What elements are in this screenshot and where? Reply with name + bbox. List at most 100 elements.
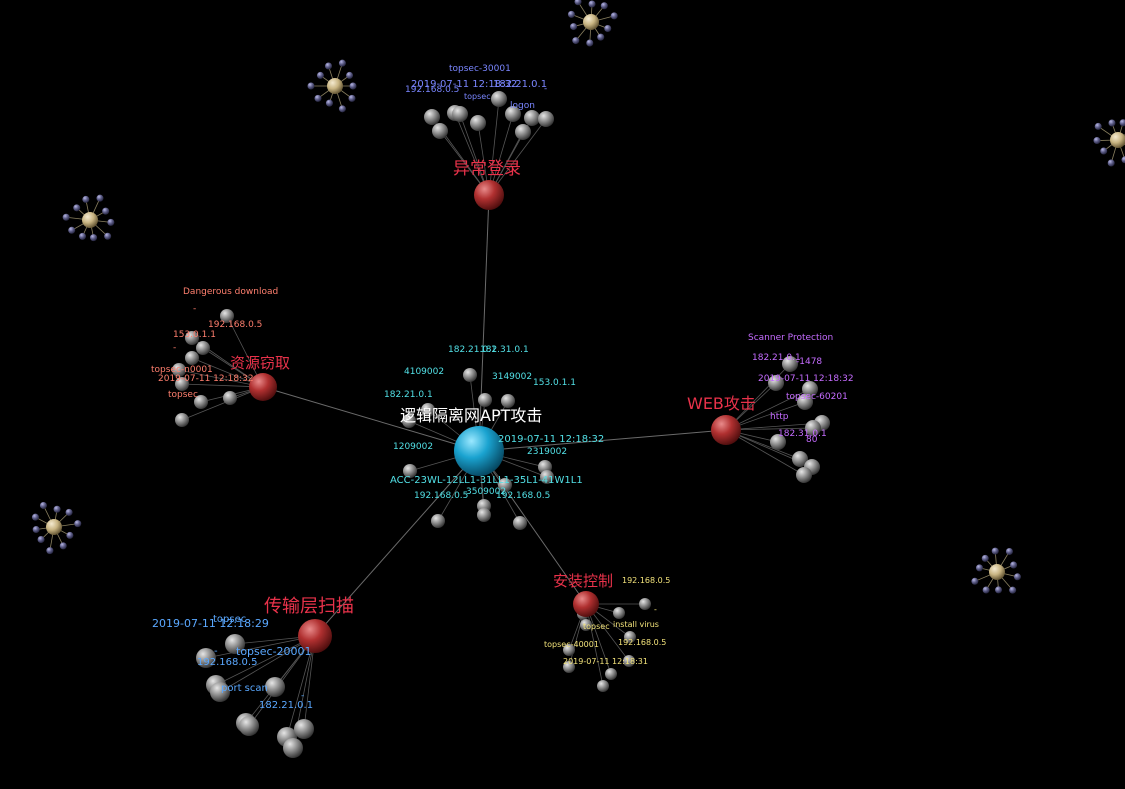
leaf-node-login-3	[470, 115, 486, 131]
web-attr-7: 80	[806, 435, 818, 445]
leaf-node-login-0	[424, 109, 440, 125]
leaf-nodes	[172, 91, 830, 758]
scan-attr-3: topsec-20001	[236, 645, 312, 658]
satellite-leaf-3-4	[65, 508, 73, 516]
steal-attr-3: 153.0.1.1	[173, 330, 216, 340]
satellite-leaf-0-6	[316, 71, 324, 79]
login-attr-5: -	[544, 84, 547, 94]
satellite-leaf-2-3	[73, 204, 81, 212]
satellite-leaf-0-3	[325, 99, 333, 107]
leaf-node-scan-9	[196, 648, 216, 668]
edge-web-0	[725, 363, 791, 431]
scan-attr-0: topsec	[213, 614, 246, 625]
leaf-node-login-4	[491, 91, 507, 107]
edge-web-9	[725, 429, 805, 476]
satellite-leaf-2-1	[68, 226, 76, 234]
scan-attr-1: 2019-07-11 12:18:29	[152, 617, 269, 630]
category-label-install: 安装控制	[553, 572, 613, 590]
center-attr-5: 182.21.0.1	[384, 390, 433, 400]
leaf-node-steal-1	[185, 331, 199, 345]
satellite-hub-3	[46, 519, 62, 535]
leaf-node-scan-7	[283, 738, 303, 758]
steal-attr-1: -	[193, 304, 196, 314]
scan-attr-4: 192.168.0.5	[197, 657, 257, 668]
edge-steal-8	[181, 386, 264, 421]
category-node-steal[interactable]	[249, 373, 277, 401]
category-node-install[interactable]	[573, 591, 599, 617]
leaf-node-steal-0	[220, 309, 234, 323]
steal-attr-0: Dangerous download	[183, 287, 278, 297]
leaf-node-center-5	[403, 464, 417, 478]
leaf-node-scan-8	[294, 719, 314, 739]
satellite-leaf-5-6	[1100, 147, 1108, 155]
satellite-leaf-0-4	[314, 94, 322, 102]
edge-login-4	[488, 98, 500, 196]
center-node[interactable]	[454, 426, 504, 476]
leaf-node-center-2	[478, 393, 492, 407]
leaf-node-center-0	[463, 368, 477, 382]
leaf-node-login-7	[524, 110, 540, 126]
satellite-leaf-0-2	[338, 105, 346, 113]
edge-install-9	[585, 603, 604, 687]
leaf-node-steal-7	[223, 391, 237, 405]
login-attr-2: 182.21.0.1	[493, 79, 547, 90]
satellite-leaf-4-7	[982, 586, 990, 594]
web-attr-2: -1478	[796, 357, 822, 367]
leaf-node-scan-5	[239, 716, 259, 736]
center-attr-11: 192.168.0.5	[496, 491, 550, 501]
leaf-node-center-4	[421, 403, 435, 417]
satellite-leaf-0-1	[348, 94, 356, 102]
leaf-node-steal-5	[175, 377, 189, 391]
satellite-leaf-2-0	[79, 232, 87, 240]
leaf-node-install-3	[580, 619, 592, 631]
category-node-login[interactable]	[474, 180, 504, 210]
install-attr-3: install virus	[613, 620, 659, 629]
satellite-leaf-1-3	[570, 23, 578, 31]
category-node-web[interactable]	[711, 415, 741, 445]
leaf-node-login-5	[505, 106, 521, 122]
install-attr-2: topsec	[583, 622, 610, 631]
leaf-node-login-8	[538, 111, 554, 127]
category-node-scan[interactable]	[298, 619, 332, 653]
satellite-leaf-4-5	[1009, 586, 1017, 594]
scan-attr-7: 182.21.0.1	[259, 700, 313, 711]
login-attr-4: topsec	[464, 92, 491, 101]
satellite-leaf-2-7	[107, 218, 115, 226]
leaf-node-scan-2	[210, 682, 230, 702]
leaf-node-web-0	[782, 356, 798, 372]
center-label: 逻辑隔离网APT攻击	[400, 406, 542, 425]
edge-login-8	[488, 118, 547, 196]
leaf-node-steal-3	[185, 351, 199, 365]
steal-attr-6: 2019-07-11 12:18:32	[158, 374, 254, 384]
leaf-node-scan-3	[265, 677, 285, 697]
satellite-leaf-1-8	[610, 12, 618, 20]
login-attr-1: 2019-07-11 12:18:32	[411, 79, 517, 90]
leaf-node-install-1	[613, 607, 625, 619]
leaf-node-center-8	[431, 514, 445, 528]
satellite-leaf-3-2	[39, 501, 47, 509]
leaf-node-login-6	[515, 124, 531, 140]
leaf-node-web-3	[797, 394, 813, 410]
leaf-node-install-9	[597, 680, 609, 692]
leaf-node-web-7	[792, 451, 808, 467]
leaf-node-web-6	[770, 434, 786, 450]
web-attr-1: 182.21.0.1	[752, 353, 801, 363]
install-attr-5: topsec-40001	[544, 640, 599, 649]
leaf-node-web-1	[768, 375, 784, 391]
leaf-node-center-10	[477, 508, 491, 522]
satellite-leaf-5-8	[1094, 122, 1102, 130]
satellite-leaf-0-0	[349, 82, 357, 90]
center-attr-4: 153.0.1.1	[533, 378, 576, 388]
satellite-leaf-4-3	[1010, 561, 1018, 569]
category-label-login: 异常登录	[453, 159, 521, 179]
satellite-leaf-4-8	[971, 577, 979, 585]
satellite-leaf-3-3	[53, 505, 61, 513]
category-label-web: WEB攻击	[687, 394, 756, 413]
login-attr-0: topsec-30001	[449, 64, 511, 74]
leaf-node-install-6	[563, 644, 575, 656]
web-attr-3: 2019-07-11 12:18:32	[758, 374, 854, 384]
satellite-leaf-3-5	[74, 520, 82, 528]
install-attr-1: -	[654, 605, 657, 614]
leaf-node-install-7	[563, 661, 575, 673]
